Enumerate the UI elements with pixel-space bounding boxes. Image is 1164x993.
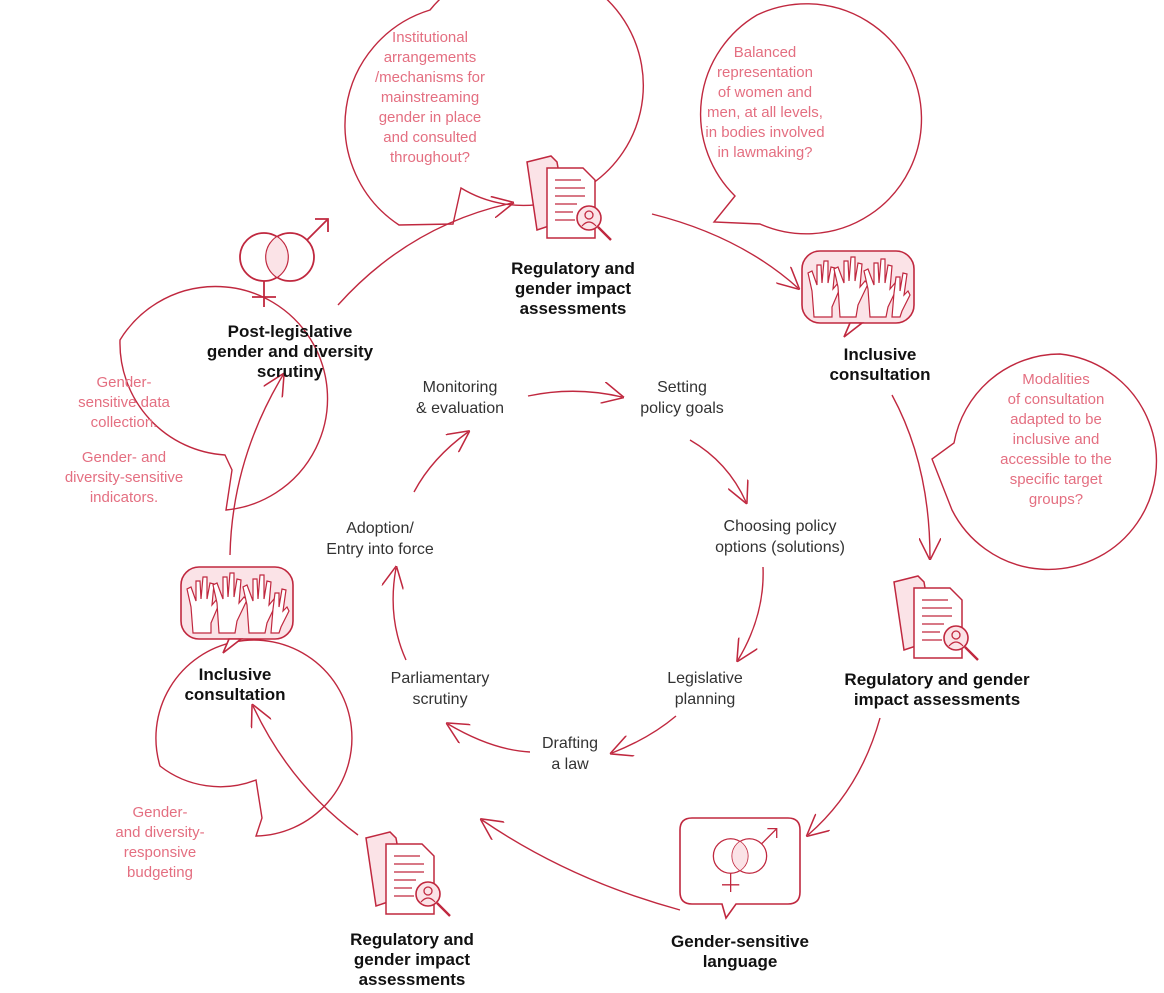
raised-hands-icon — [801, 250, 915, 338]
bubble-text-budgeting: Gender- and diversity- responsive budget… — [115, 804, 205, 881]
stage-label-left-consultation: Inclusive consultation — [184, 665, 286, 704]
outer-arrow-assessment-to-consultation — [651, 213, 798, 288]
gender-speech-bubble-icon — [679, 817, 801, 920]
bubble-text-indicators: Gender- and diversity-sensitive indicato… — [64, 449, 184, 506]
inner-arrow-drafting-to-scrutiny — [448, 724, 531, 753]
bubble-text-modalities: Modalities of consultation adapted to be… — [1000, 371, 1112, 508]
inner-label-legislative-planning: Legislative planning — [667, 670, 743, 708]
inner-label-monitoring: Monitoring & evaluation — [415, 379, 505, 417]
bubble-data-collection — [119, 285, 329, 511]
outer-arrow-scrutiny-to-assessment — [337, 203, 512, 306]
inner-label-drafting: Drafting a law — [541, 735, 599, 773]
bubble-modalities — [931, 353, 1158, 571]
inner-arrow-scrutiny-to-adoption — [393, 568, 407, 661]
stage-label-bottom-language: Gender-sensitive language — [671, 932, 809, 971]
outer-arrow-assessment-to-consultation-left — [253, 706, 359, 836]
inner-arrow-planning-to-drafting — [612, 715, 677, 753]
stage-label-top-assessment: Regulatory and gender impact assessments — [511, 259, 635, 318]
bubble-budgeting — [155, 639, 353, 837]
bubble-text-data-collection: Gender- sensitive data collection. — [78, 374, 170, 431]
stage-label-top-right-consultation: Inclusive consultation — [829, 345, 931, 384]
inner-label-adoption: Adoption/ Entry into force — [326, 520, 434, 558]
bubble-text-institutional: Institutional arrangements /mechanisms f… — [374, 29, 486, 166]
inner-label-parliamentary-scrutiny: Parliamentary scrutiny — [390, 670, 490, 708]
inner-label-choosing-options: Choosing policy options (solutions) — [715, 518, 845, 556]
outer-arrow-consultation-to-scrutiny — [229, 375, 283, 556]
inner-arrow-options-to-planning — [738, 566, 764, 660]
bubble-balanced — [699, 3, 923, 235]
inner-label-setting-goals: Setting policy goals — [640, 379, 724, 417]
outer-arrow-consultation-to-assessment — [891, 394, 930, 558]
outer-arrow-assessment-to-language — [808, 717, 881, 835]
inner-arrow-goals-to-options — [689, 439, 746, 502]
documents-magnifier-icon — [892, 574, 980, 662]
raised-hands-icon — [180, 566, 294, 654]
stage-label-bottom-assessment: Regulatory and gender impact assessments — [350, 930, 474, 989]
stage-label-top-left-scrutiny: Post-legislative gender and diversity sc… — [206, 322, 374, 381]
outer-arrow-language-to-assessment — [482, 820, 681, 911]
documents-magnifier-icon — [364, 830, 452, 918]
stage-label-right-assessment: Regulatory and gender impact assessments — [844, 670, 1030, 709]
inner-arrow-monitoring-to-goals — [527, 391, 622, 397]
bubble-text-balanced: Balanced representation of women and men… — [705, 44, 825, 161]
inner-arrow-adoption-to-monitoring — [413, 432, 468, 493]
